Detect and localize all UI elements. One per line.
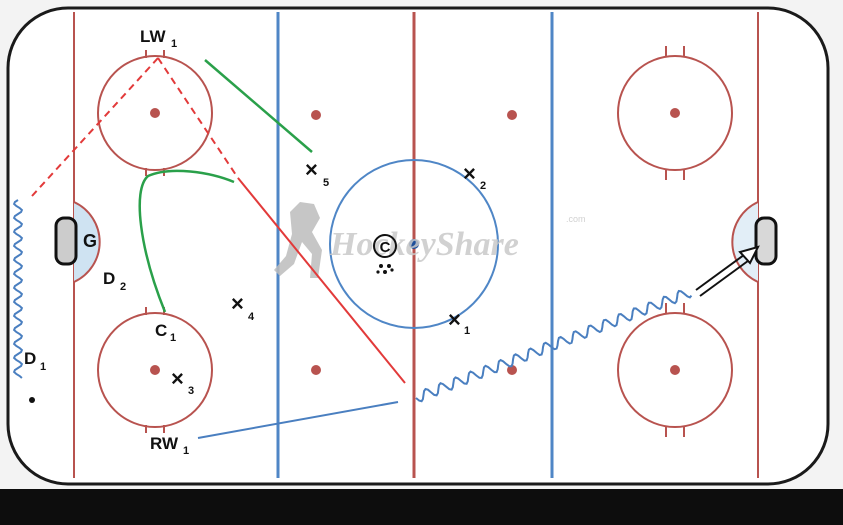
faceoff-circle-top-left (97, 50, 213, 176)
player-d2-sub: 2 (120, 281, 126, 293)
svg-text:2: 2 (480, 180, 486, 192)
svg-text:×: × (448, 307, 461, 332)
coach-label: C (380, 239, 391, 256)
player-lw-label: LW (140, 27, 166, 46)
skate-path-lw (204, 59, 313, 153)
watermark-suffix: .com (566, 214, 586, 224)
svg-text:5: 5 (323, 177, 329, 189)
pass-line-lw-to-center (157, 57, 239, 179)
player-d1-sub: 1 (40, 361, 46, 373)
opponent-1: × 1 (448, 307, 470, 337)
svg-text:4: 4 (248, 311, 255, 323)
opponent-5: × 5 (305, 157, 329, 189)
svg-text:×: × (171, 366, 184, 391)
svg-text:1: 1 (464, 325, 470, 337)
opponent-2: × 2 (463, 161, 486, 192)
goalie-label: G (83, 231, 97, 251)
player-c-label: C (155, 321, 167, 340)
puck-icon (29, 397, 35, 403)
neutral-dot (507, 365, 517, 375)
svg-text:3: 3 (188, 385, 194, 397)
player-c-sub: 1 (170, 332, 176, 344)
opponent-3: × 3 (171, 366, 194, 397)
left-crease (54, 201, 101, 283)
player-rw-sub: 1 (183, 445, 189, 457)
center-circle (329, 159, 499, 329)
player-d1-label: D (24, 349, 36, 368)
center-dot (409, 239, 419, 249)
player-d2-label: D (103, 269, 115, 288)
faceoff-circle-bottom-left (97, 307, 213, 433)
skate-path-rw (197, 401, 399, 439)
player-rw-label: RW (150, 434, 179, 453)
bottom-bar (0, 489, 843, 525)
skate-path-center (138, 169, 235, 313)
coach-marker: C (373, 234, 397, 274)
hockeyshare-watermark: HockeyShare .com (274, 202, 586, 278)
skater-silhouette-icon (274, 202, 322, 278)
svg-text:×: × (305, 157, 318, 182)
neutral-dot (311, 365, 321, 375)
puck-carry-d1 (12, 199, 24, 379)
neutral-dot (311, 110, 321, 120)
opponent-4: × 4 (231, 291, 255, 323)
watermark-text: HockeyShare (329, 226, 519, 263)
shot-arrow-icon (695, 245, 760, 297)
faceoff-circle-top-right (617, 46, 733, 180)
neutral-dot (507, 110, 517, 120)
faceoff-circle-bottom-right (617, 303, 733, 437)
svg-text:×: × (463, 161, 476, 186)
svg-text:×: × (231, 291, 244, 316)
player-lw-sub: 1 (171, 38, 177, 50)
pass-line-solid (237, 177, 406, 384)
puck-carry-rw (415, 289, 693, 403)
